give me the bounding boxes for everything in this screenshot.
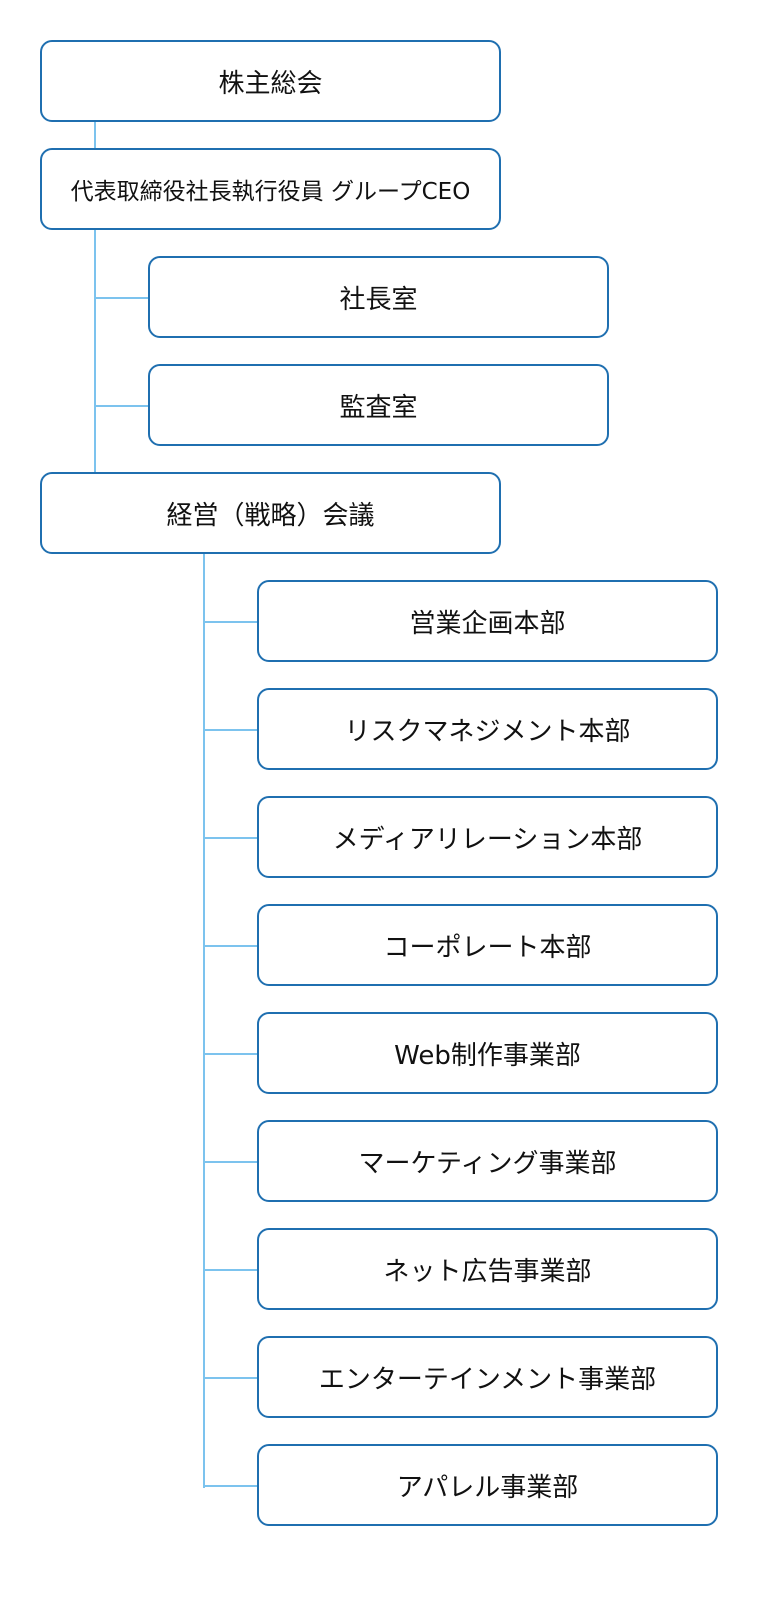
connector-audit-office <box>94 405 150 407</box>
connector-division-trunk <box>203 554 205 1488</box>
node-division-corporate: コーポレート本部 <box>257 904 718 986</box>
node-audit-office: 監査室 <box>148 364 609 446</box>
node-shareholders-meeting: 株主総会 <box>40 40 501 122</box>
node-division-risk-management: リスクマネジメント本部 <box>257 688 718 770</box>
connector-division <box>203 945 259 947</box>
connector-division <box>203 621 259 623</box>
connector-president-office <box>94 297 150 299</box>
connector-division <box>203 1377 259 1379</box>
node-management-council: 経営（戦略）会議 <box>40 472 501 554</box>
connector-division <box>203 1161 259 1163</box>
connector-division <box>203 729 259 731</box>
node-ceo: 代表取締役社長執行役員 グループCEO <box>40 148 501 230</box>
node-division-apparel: アパレル事業部 <box>257 1444 718 1526</box>
node-division-sales-planning: 営業企画本部 <box>257 580 718 662</box>
connector-division <box>203 1269 259 1271</box>
node-division-net-advertising: ネット広告事業部 <box>257 1228 718 1310</box>
node-division-entertainment: エンターテインメント事業部 <box>257 1336 718 1418</box>
connector-division <box>203 837 259 839</box>
connector-division <box>203 1485 259 1487</box>
node-division-media-relations: メディアリレーション本部 <box>257 796 718 878</box>
connector-division <box>203 1053 259 1055</box>
node-division-web-production: Web制作事業部 <box>257 1012 718 1094</box>
node-president-office: 社長室 <box>148 256 609 338</box>
node-division-marketing: マーケティング事業部 <box>257 1120 718 1202</box>
